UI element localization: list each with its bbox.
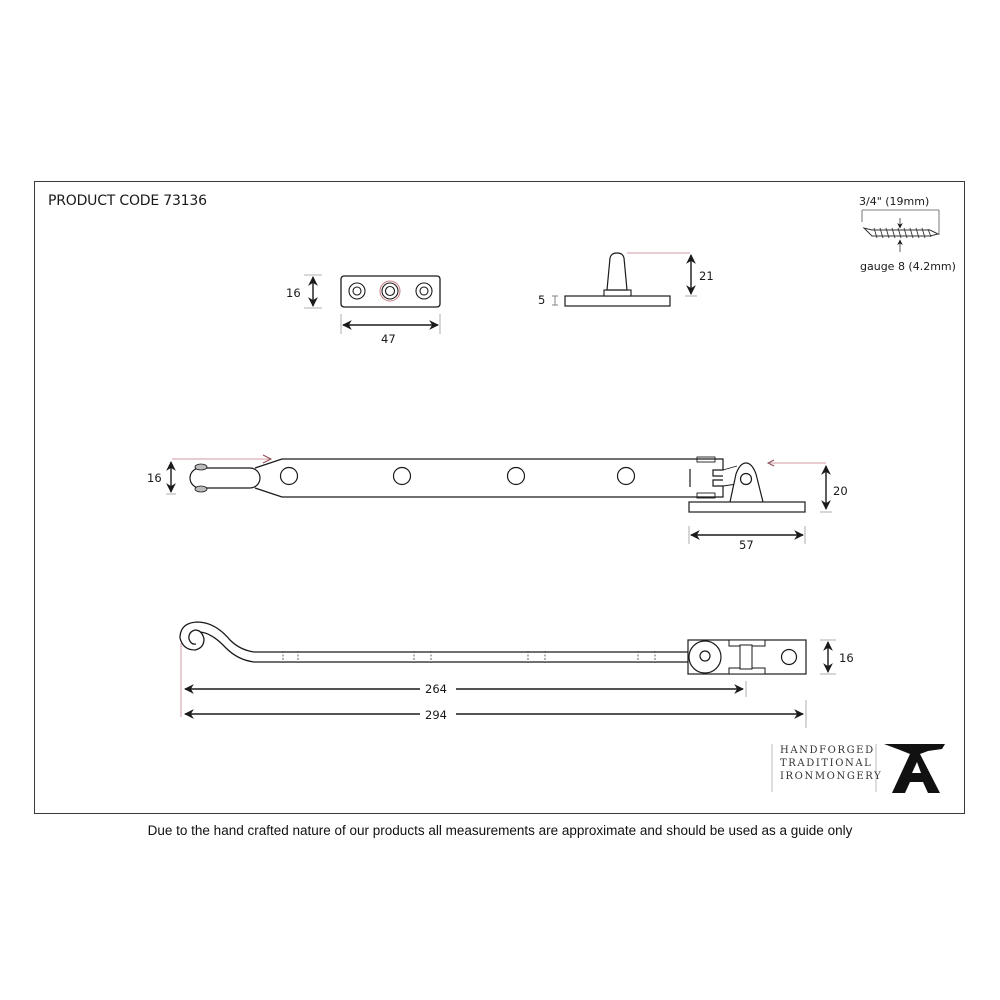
overall-length-label: 294	[425, 708, 447, 722]
brand-line-3: IRONMONGERY	[780, 771, 883, 782]
stay-side-height-label: 16	[839, 651, 854, 665]
pin-height-label: 21	[699, 269, 714, 283]
pin-view: 21 5	[538, 252, 714, 307]
drawing-frame	[34, 181, 965, 814]
pin-base-label: 5	[538, 293, 545, 307]
stay-top-view: 16 20 57	[147, 454, 848, 552]
stay-hinge-height-label: 20	[833, 484, 848, 498]
brand-line-1: HANDFORGED	[780, 745, 875, 756]
keep-plate-height-label: 16	[286, 286, 301, 300]
stay-top-height-label: 16	[147, 471, 162, 485]
brand-text: HANDFORGED TRADITIONAL IRONMONGERY	[780, 744, 882, 783]
screw-icon	[862, 227, 940, 239]
screw-gauge-label: gauge 8 (4.2mm)	[860, 260, 956, 273]
keep-plate-view: 16 47	[286, 274, 441, 346]
brand-logo	[771, 744, 945, 793]
disclaimer-text: Due to the hand crafted nature of our pr…	[147, 823, 853, 838]
stay-side-view: 16 264 294	[179, 621, 854, 728]
anvil-icon	[884, 744, 945, 793]
screw-length-label: 3/4" (19mm)	[859, 195, 929, 208]
stay-hinge-width-label: 57	[739, 538, 754, 552]
brand-line-2: TRADITIONAL	[780, 758, 873, 769]
product-code: PRODUCT CODE 73136	[48, 193, 207, 209]
inner-length-label: 264	[425, 682, 447, 696]
keep-plate-width-label: 47	[381, 332, 396, 346]
screw-detail: 3/4" (19mm) gauge 8 (4.2mm)	[859, 195, 956, 273]
